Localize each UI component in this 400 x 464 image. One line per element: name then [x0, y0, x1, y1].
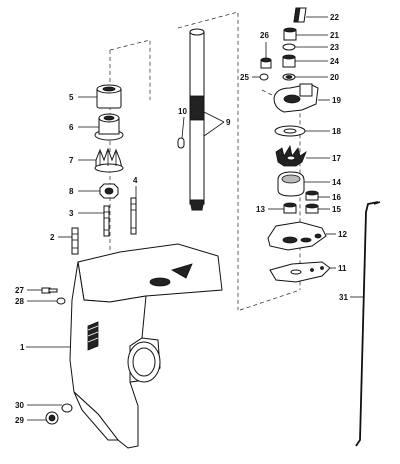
callout-21: 21 — [330, 31, 339, 40]
part-5-bearing-cup — [96, 84, 122, 109]
callout-7: 7 — [69, 156, 74, 165]
callout-26: 26 — [260, 31, 269, 40]
leader-lines — [26, 16, 364, 421]
callout-9: 9 — [226, 118, 231, 127]
part-29-plug — [45, 411, 59, 425]
part-19-water-pump-cover — [273, 83, 319, 113]
callout-24: 24 — [330, 57, 339, 66]
callout-29: 29 — [15, 416, 24, 425]
callout-15: 15 — [332, 205, 341, 214]
callout-17: 17 — [332, 154, 341, 163]
part-27-screw — [41, 287, 58, 294]
callout-11: 11 — [338, 264, 347, 273]
callout-22: 22 — [330, 13, 339, 22]
callout-13: 13 — [256, 205, 265, 214]
part-25-washer — [259, 73, 269, 81]
part-22-pin — [293, 7, 307, 23]
callout-12: 12 — [338, 230, 347, 239]
part-1-gear-housing — [69, 243, 223, 449]
part-3-stud — [103, 205, 110, 237]
part-14-housing — [277, 171, 305, 197]
part-2-stud — [71, 227, 79, 255]
part-20-o-ring — [282, 73, 296, 81]
callout-18: 18 — [332, 127, 341, 136]
callout-14: 14 — [332, 178, 341, 187]
callout-3: 3 — [69, 209, 74, 218]
callout-2: 2 — [50, 233, 55, 242]
part-11-plate — [269, 261, 331, 283]
callout-10: 10 — [178, 107, 187, 116]
callout-19: 19 — [332, 96, 341, 105]
part-12-pump-base — [267, 221, 327, 251]
callout-28: 28 — [15, 297, 24, 306]
part-21-bushing — [283, 27, 297, 41]
callout-8: 8 — [69, 187, 74, 196]
part-8-nut — [99, 183, 119, 199]
callout-20: 20 — [330, 73, 339, 82]
part-28-washer — [56, 297, 66, 305]
part-26-nut — [260, 57, 272, 69]
callout-16: 16 — [332, 193, 341, 202]
callout-27: 27 — [15, 286, 24, 295]
callout-4: 4 — [133, 176, 138, 185]
part-16-bushing — [305, 190, 319, 201]
callout-6: 6 — [69, 123, 74, 132]
part-13-seal — [283, 202, 297, 214]
callout-31: 31 — [339, 293, 348, 302]
part-23-o-ring — [282, 43, 296, 51]
part-10-key — [177, 137, 185, 149]
callout-30: 30 — [15, 401, 24, 410]
part-30-washer — [61, 403, 73, 413]
part-7-pinion-gear — [94, 147, 124, 173]
part-9-drive-shaft — [189, 28, 205, 211]
part-17-impeller — [275, 144, 307, 167]
part-6-bearing — [94, 113, 124, 141]
callout-5: 5 — [69, 93, 74, 102]
callout-labels: 5 6 7 8 3 4 2 10 9 22 21 23 24 20 26 25 … — [15, 13, 348, 425]
callout-23: 23 — [330, 43, 339, 52]
part-4-stud — [130, 197, 137, 235]
part-15-bushing — [305, 203, 319, 214]
part-24-bushing — [282, 54, 296, 68]
assembly-guide-lines — [109, 11, 301, 311]
callout-25: 25 — [240, 73, 249, 82]
part-31-shift-shaft — [355, 201, 381, 447]
part-18-gasket — [274, 125, 306, 137]
callout-1: 1 — [20, 343, 25, 352]
